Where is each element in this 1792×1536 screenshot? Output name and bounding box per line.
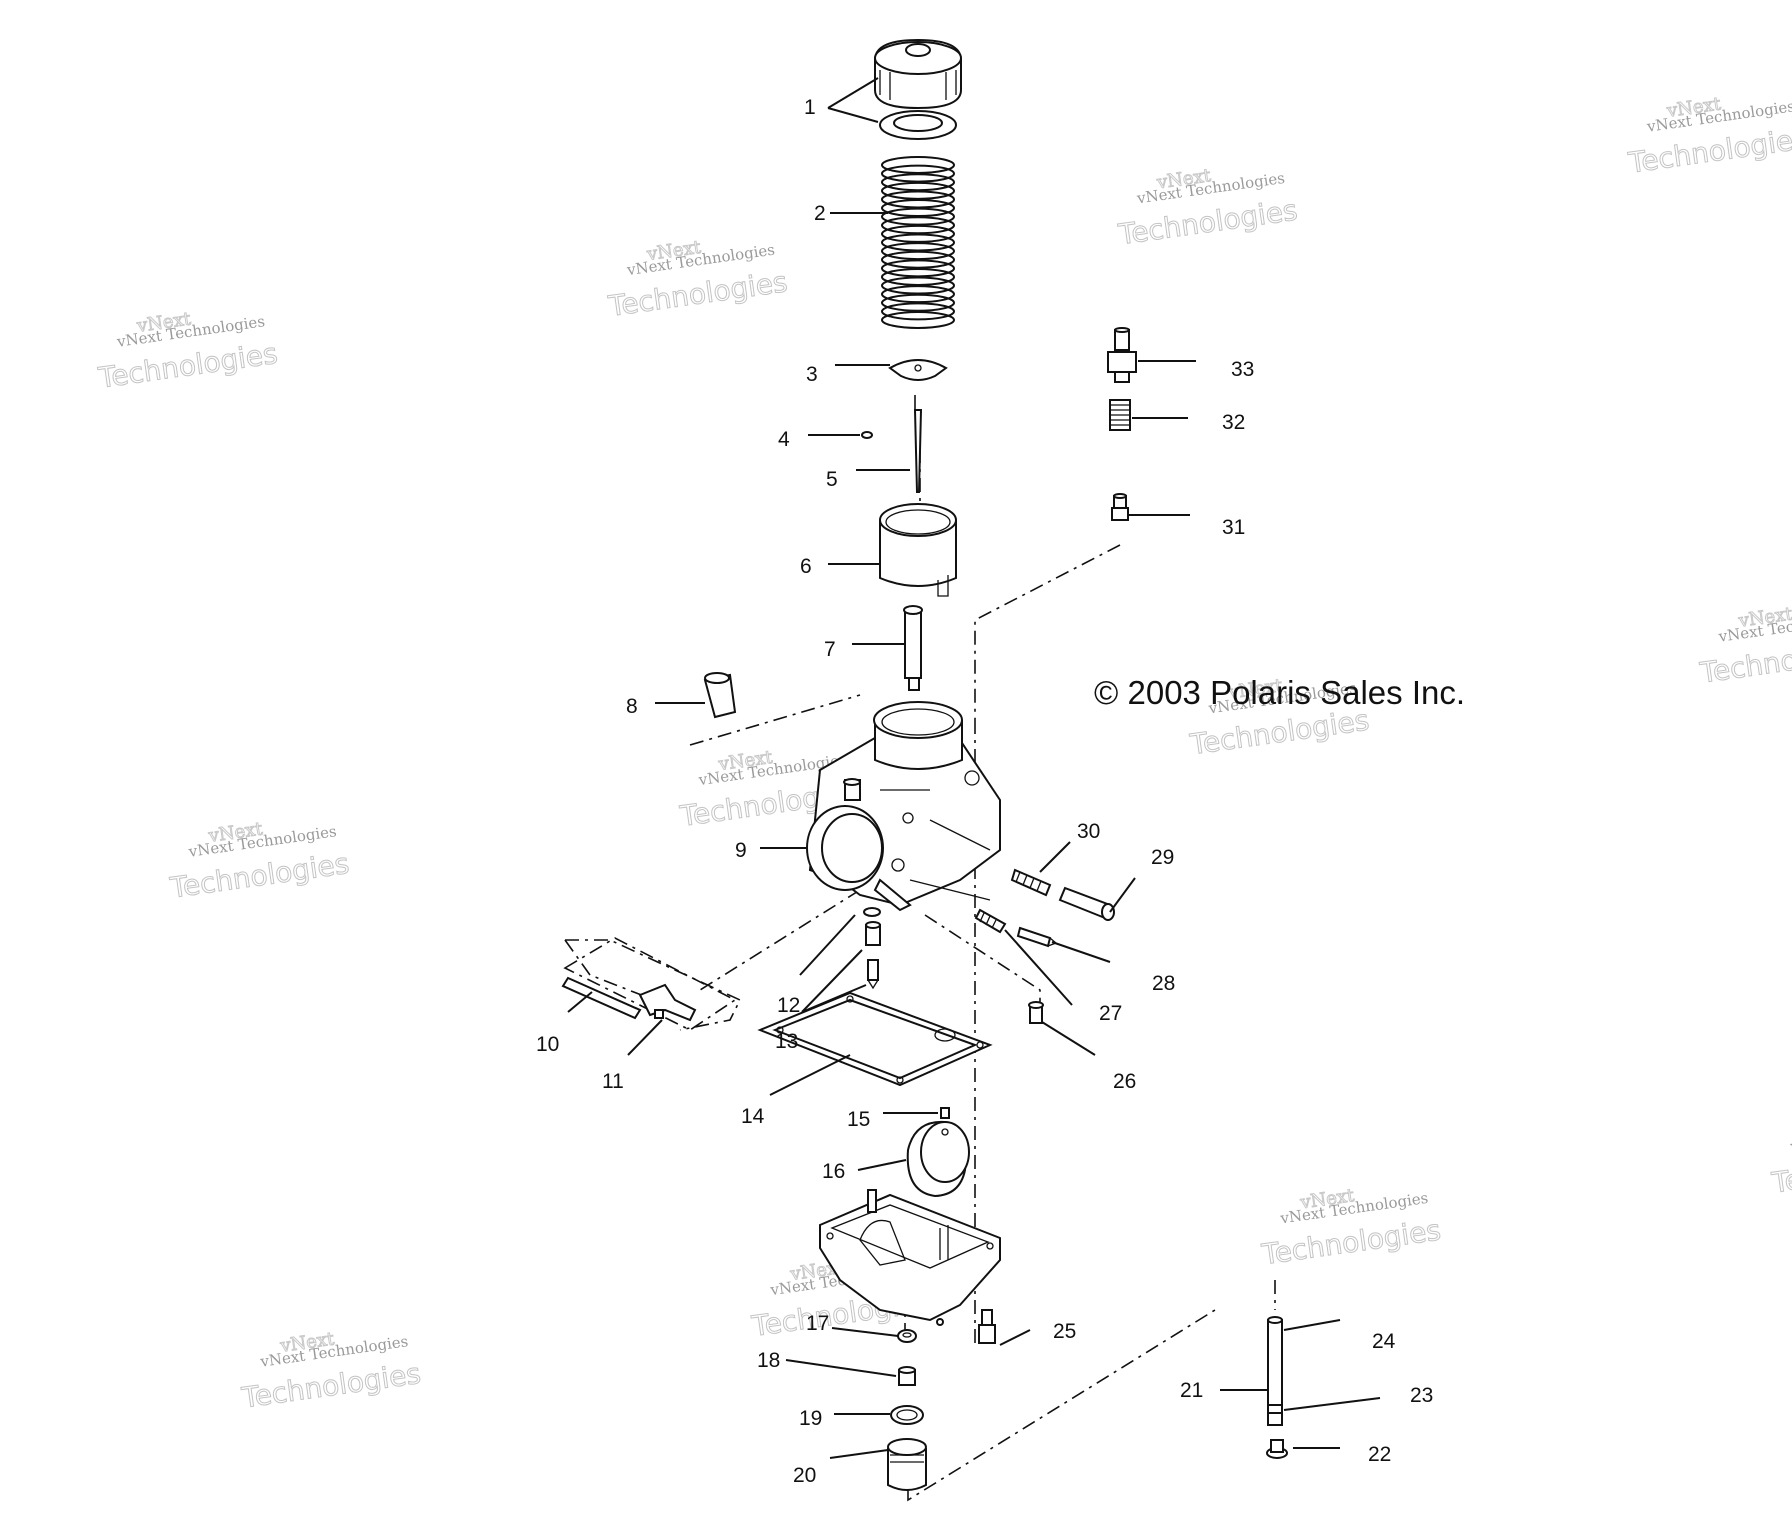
copyright-notice: © 2003 Polaris Sales Inc. bbox=[1094, 674, 1465, 711]
watermark-tile: vNext vNext Technologies Technologies bbox=[1259, 1185, 1444, 1272]
spring-coil bbox=[881, 181, 955, 200]
callout-32: 32 bbox=[1222, 411, 1245, 434]
callout-23: 23 bbox=[1410, 1384, 1433, 1407]
cable-adjuster-nut bbox=[1111, 493, 1129, 521]
watermark-tile: vNext vNext Technologies Technologies bbox=[1697, 603, 1792, 690]
callout-1: 1 bbox=[804, 96, 816, 119]
callout-31: 31 bbox=[1222, 516, 1245, 539]
callout-25: 25 bbox=[1053, 1320, 1076, 1343]
spring-coil bbox=[881, 259, 955, 278]
throttle-spring bbox=[881, 156, 955, 329]
spring-coil bbox=[881, 173, 955, 192]
callout-9: 9 bbox=[735, 839, 747, 862]
spring-coil bbox=[881, 156, 955, 174]
callout-17: 17 bbox=[806, 1312, 829, 1335]
callout-28: 28 bbox=[1152, 972, 1175, 995]
callout-3: 3 bbox=[806, 363, 818, 386]
callout-11: 11 bbox=[602, 1070, 624, 1093]
callout-12: 12 bbox=[777, 994, 800, 1017]
callout-30: 30 bbox=[1077, 820, 1100, 843]
watermark-tile: vNext vNext Technologies Technologies bbox=[167, 818, 352, 905]
bowl-screw bbox=[978, 1309, 996, 1344]
carburetor-body bbox=[806, 701, 1001, 912]
drain-washer bbox=[897, 1329, 917, 1343]
callout-16: 16 bbox=[822, 1160, 845, 1183]
callout-labels: 1 2 3 4 5 6 7 8 9 10 11 12 13 14 15 16 1… bbox=[536, 96, 1433, 1487]
throttle-stop-spring bbox=[1010, 868, 1052, 897]
spring-coil bbox=[881, 242, 955, 261]
float-assembly bbox=[561, 937, 737, 1031]
spring-coil bbox=[881, 224, 955, 243]
main-jet bbox=[898, 1366, 916, 1386]
spring-coil bbox=[881, 216, 955, 235]
needle-retainer bbox=[888, 359, 948, 381]
watermark-tile: vNext vNext Technologies Technologies bbox=[605, 236, 790, 323]
spring-coil bbox=[881, 302, 955, 321]
throttle-slide bbox=[879, 503, 957, 597]
watermark-tile: vNext vNext Technologies Technologies bbox=[1769, 1117, 1792, 1200]
float-bowl bbox=[819, 1189, 1001, 1326]
svg-text:vNext Technologies: vNext Technologies bbox=[1788, 1117, 1792, 1156]
spring-coil bbox=[881, 164, 955, 183]
callout-5: 5 bbox=[826, 468, 838, 491]
o-ring bbox=[890, 1405, 924, 1425]
spring-coil bbox=[881, 293, 955, 312]
callout-4: 4 bbox=[778, 428, 790, 451]
callout-14: 14 bbox=[741, 1105, 765, 1128]
watermark-tile: vNext vNext Technologies Technologies bbox=[239, 1328, 424, 1415]
callout-26: 26 bbox=[1113, 1070, 1136, 1093]
air-screw bbox=[1016, 926, 1058, 948]
spring-coil bbox=[881, 311, 955, 329]
callout-21: 21 bbox=[1180, 1379, 1203, 1402]
drain-plug bbox=[887, 1438, 927, 1491]
carb-cap bbox=[874, 38, 962, 110]
callout-27: 27 bbox=[1099, 1002, 1122, 1025]
pilot-jet bbox=[1028, 1001, 1044, 1024]
needle-valve bbox=[863, 907, 881, 990]
small-screw bbox=[940, 1107, 950, 1119]
spring-coil bbox=[881, 190, 955, 209]
spring-coil bbox=[881, 207, 955, 226]
e-clip bbox=[861, 431, 873, 439]
callout-15: 15 bbox=[847, 1108, 870, 1131]
svg-text:Technologies: Technologies bbox=[1769, 1142, 1792, 1200]
spring-coil bbox=[881, 250, 955, 269]
needle-jet bbox=[903, 605, 923, 691]
spring-coil bbox=[881, 233, 955, 252]
cable-adjuster bbox=[1107, 327, 1137, 383]
callout-6: 6 bbox=[800, 555, 812, 578]
callout-13: 13 bbox=[775, 1030, 798, 1053]
vent-cap bbox=[703, 672, 737, 719]
callout-29: 29 bbox=[1151, 846, 1174, 869]
air-screw-spring bbox=[974, 908, 1007, 934]
watermark-tile: vNext vNext Technologies Technologies bbox=[1625, 93, 1792, 180]
callout-8: 8 bbox=[626, 695, 638, 718]
callout-24: 24 bbox=[1372, 1330, 1396, 1353]
spring-coil bbox=[881, 276, 955, 295]
cable-spring bbox=[1109, 399, 1131, 431]
float-bowl-gasket bbox=[757, 991, 993, 1087]
callout-7: 7 bbox=[824, 638, 836, 661]
jet-needle bbox=[913, 409, 923, 493]
watermark-tile: vNext vNext Technologies Technologies bbox=[95, 308, 280, 395]
leader-lines bbox=[567, 77, 1381, 1459]
throttle-stop-screw bbox=[1058, 886, 1115, 921]
callout-2: 2 bbox=[814, 202, 826, 225]
callout-18: 18 bbox=[757, 1349, 780, 1372]
idle-jet-assembly bbox=[1266, 1316, 1288, 1459]
callout-10: 10 bbox=[536, 1033, 559, 1056]
spring-coil bbox=[881, 267, 955, 286]
float bbox=[906, 1120, 970, 1198]
spring-coil bbox=[881, 285, 955, 304]
watermark-tile: vNext vNext Technologies Technologies bbox=[1115, 165, 1300, 252]
callout-19: 19 bbox=[799, 1407, 822, 1430]
callout-20: 20 bbox=[793, 1464, 816, 1487]
cap-washer bbox=[879, 110, 957, 140]
spring-coil bbox=[881, 199, 955, 218]
callout-33: 33 bbox=[1231, 358, 1254, 381]
callout-22: 22 bbox=[1368, 1443, 1391, 1466]
